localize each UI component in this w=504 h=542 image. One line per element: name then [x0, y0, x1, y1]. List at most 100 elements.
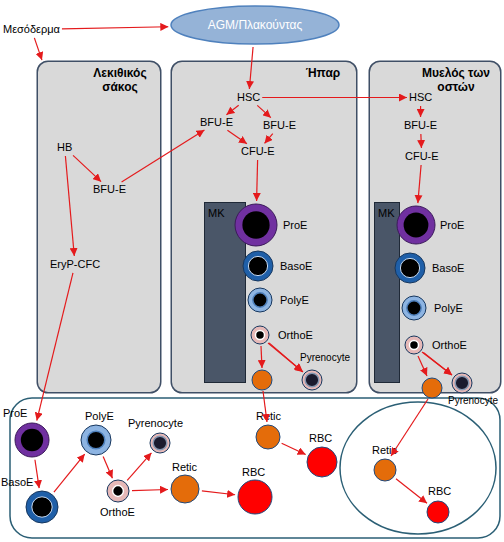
stage-label: HSC: [409, 91, 432, 104]
megakaryocyte-bar: MK: [375, 203, 399, 382]
cell-node: Retic: [373, 458, 397, 482]
cell-shape: [106, 479, 130, 503]
flow-arrow: [226, 105, 238, 115]
flow-arrow: [65, 156, 74, 256]
flow-arrow: [62, 27, 168, 29]
flow-arrow: [249, 47, 253, 89]
megakaryocyte-label: MK: [378, 207, 395, 219]
cell-body: [395, 253, 425, 283]
cell-shape: [149, 432, 171, 454]
cell-label: OrthoE: [100, 506, 135, 519]
organ-title-text: Ήπαρ: [306, 66, 341, 80]
cell-nucleus: [87, 431, 105, 449]
cell-label: ProE: [283, 219, 307, 232]
organ-title: Ήπαρ: [298, 66, 348, 80]
cell-label: BasoE: [432, 262, 464, 275]
stage-label: BFU-E: [263, 119, 296, 132]
cell-body: [251, 326, 269, 344]
cell-label: Pyrenocyte: [300, 352, 350, 364]
ellipse-text: AGM/Πλακούντας: [208, 18, 302, 32]
stage-label: EryP-CFC: [50, 258, 100, 271]
cell-label-text: PolyE: [85, 410, 114, 422]
cell-nucleus: [113, 486, 124, 497]
cell-shape: [25, 490, 59, 524]
cell-shape: [451, 372, 473, 394]
ellipse-outline: [171, 6, 339, 44]
cell-label: OrthoE: [278, 329, 313, 342]
organ-title-text: Μυελός των οστών: [422, 66, 490, 94]
flow-arrow: [282, 443, 306, 454]
flow-arrow: [73, 155, 101, 181]
cell-shape: [426, 500, 450, 524]
cell-nucleus: [242, 211, 269, 238]
flow-arrow: [132, 490, 168, 491]
cell-label-text: RBC: [242, 466, 265, 478]
cell-body: [81, 425, 111, 455]
cell-body: [452, 373, 472, 393]
stage-label-text: HSC: [237, 91, 260, 103]
cell-body: [248, 288, 272, 312]
stage-label: CFU-E: [241, 145, 275, 158]
cell-node: BasoE: [394, 252, 426, 284]
cell-shape: [14, 422, 50, 458]
cell-node: ProE: [396, 205, 436, 245]
cell-nucleus: [32, 497, 52, 517]
cell-nucleus: [305, 373, 319, 387]
cell-label-text: OrthoE: [100, 506, 135, 518]
flow-arrow: [257, 160, 258, 201]
cell-shape: [170, 474, 200, 504]
cell-label: Retic: [372, 444, 397, 457]
cell-nucleus: [404, 213, 429, 238]
cell-nucleus: [410, 341, 419, 350]
stage-label-text: CFU-E: [405, 150, 439, 162]
flow-arrow: [423, 352, 451, 374]
cell-label-text: PolyE: [434, 302, 463, 314]
organ-box: Λεκιθικός σάκοςHBBFU-EEryP-CFC: [38, 62, 160, 392]
cell-body: [402, 296, 426, 320]
stage-label: BFU-E: [200, 116, 233, 129]
cell-nucleus: [248, 256, 267, 275]
organ-box: Μυελός των οστώνHSC BFU-E CFU-E MKProE BasoE…: [370, 62, 500, 392]
cell-body: [171, 475, 199, 503]
cell-node: Pyrenocyte: [149, 432, 171, 454]
flow-arrow: [54, 454, 85, 492]
stage-label: Μεσόδερμα: [3, 23, 60, 36]
flow-arrow: [269, 343, 302, 372]
cell-shape: [250, 325, 270, 345]
cell-nucleus: [21, 429, 43, 451]
cell-shape: [301, 369, 323, 391]
cell-label-text: ProE: [3, 407, 27, 419]
flow-arrow: [262, 97, 407, 98]
stage-label-text: BFU-E: [93, 183, 126, 195]
cell-label-text: Retic: [372, 444, 397, 456]
cell-label: OrthoE: [432, 339, 467, 352]
cell-node: PolyE: [401, 295, 427, 321]
cell-node: BasoE: [242, 250, 274, 282]
cell-node: RBC: [237, 479, 273, 515]
cell-body: [15, 423, 49, 457]
cell-node: OrthoE: [250, 325, 270, 345]
cell-body: [26, 491, 58, 523]
cell-label: RBC: [309, 432, 332, 445]
cell-label-text: RBC: [428, 485, 451, 497]
cell-nucleus: [400, 258, 419, 277]
cell-label: PolyE: [434, 302, 463, 315]
cell-nucleus: [455, 376, 469, 390]
cell-label-text: Pyrenocyte: [300, 352, 350, 363]
flow-arrow: [420, 134, 422, 148]
cell-node: OrthoE: [404, 335, 424, 355]
flow-arrow: [34, 38, 42, 60]
stage-label-text: BFU-E: [404, 119, 437, 131]
flow-arrow: [103, 457, 112, 479]
cell-body: [107, 480, 129, 502]
cell-body: [256, 425, 280, 449]
cell-body: [307, 447, 337, 477]
stage-label-text: BFU-E: [263, 119, 296, 131]
cell-body: [405, 336, 423, 354]
stage-label-text: Μεσόδερμα: [3, 23, 60, 35]
flow-arrow: [35, 460, 39, 488]
organ-title: Μυελός των οστών: [416, 66, 496, 94]
stage-label-text: CFU-E: [241, 145, 275, 157]
cell-shape: [255, 424, 281, 450]
cell-node: ProE: [14, 422, 50, 458]
